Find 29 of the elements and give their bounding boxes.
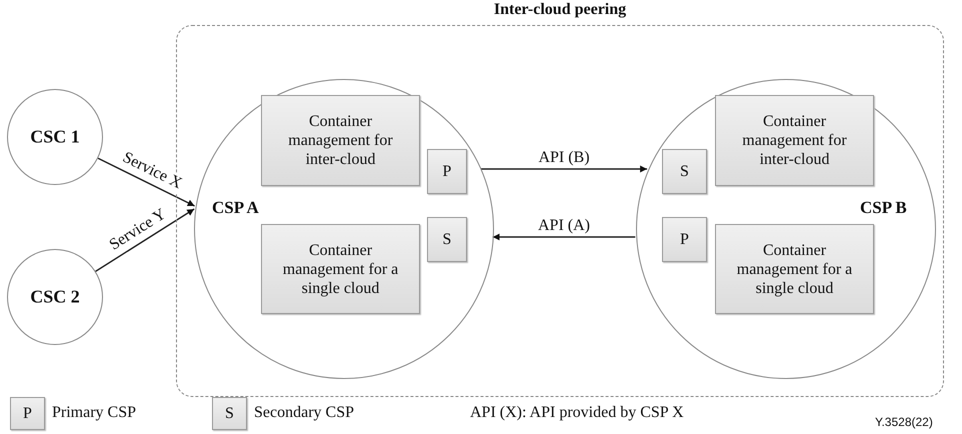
role-box: P (427, 149, 467, 194)
legend-key: S (212, 397, 247, 430)
arrow (480, 166, 648, 172)
consumer-label: CSC 2 (30, 286, 80, 308)
region-title: Inter-cloud peering (494, 1, 626, 19)
consumer-circle (7, 249, 103, 345)
component-box: Container management for a single cloud (715, 224, 874, 314)
provider-circle (194, 79, 494, 379)
legend-key: P (10, 397, 45, 430)
role-box: P (662, 217, 707, 262)
component-box: Container management for inter-cloud (261, 95, 420, 186)
legend-text: Primary CSP (52, 403, 136, 423)
role-box: S (662, 149, 707, 194)
edge-label: API (B) (536, 149, 592, 167)
provider-circle (636, 79, 936, 379)
provider-label: CSP B (860, 198, 907, 218)
component-box: Container management for inter-cloud (715, 95, 874, 186)
provider-label: CSP A (212, 198, 259, 218)
arrow (492, 234, 636, 240)
arrow (95, 208, 195, 272)
note: API (X): API provided by CSP X (470, 403, 684, 423)
consumer-label: CSC 1 (30, 126, 80, 148)
arrow (98, 158, 195, 207)
component-box: Container management for a single cloud (261, 224, 420, 314)
legend-text: Secondary CSP (254, 403, 354, 423)
figure-id: Y.3528(22) (875, 415, 933, 429)
consumer-circle (7, 89, 103, 185)
role-box: S (427, 217, 467, 262)
edge-label: API (A) (536, 217, 592, 235)
